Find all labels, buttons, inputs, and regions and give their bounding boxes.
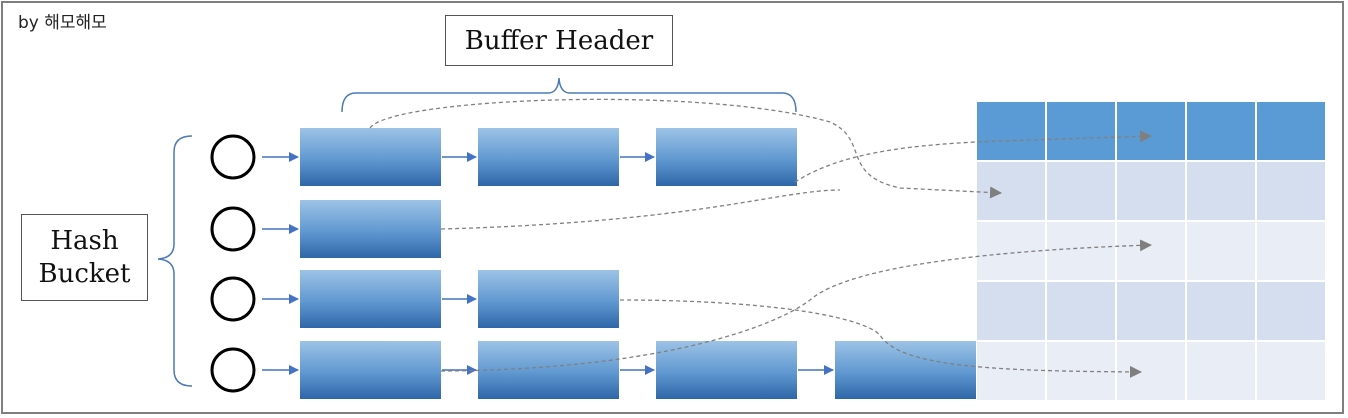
grid-cell	[1255, 220, 1327, 282]
buffer-pointers	[369, 98, 1152, 378]
buffer-header-block	[478, 341, 619, 399]
grid-cell	[975, 280, 1047, 342]
buffer-header-block	[835, 341, 976, 399]
grid-header-cell	[975, 100, 1047, 162]
author-credit: by 해모해모	[18, 13, 107, 33]
buffer-header-brace	[341, 77, 797, 113]
buffer-header-label: Buffer Header	[445, 15, 673, 66]
buffer-header-block	[300, 200, 441, 258]
buffer-header-text: Buffer Header	[464, 25, 654, 56]
grid-cell	[1045, 160, 1117, 222]
pointer-curve	[440, 239, 1152, 372]
hash-bucket-text-1: Hash	[50, 225, 119, 256]
buffer-header-block	[300, 341, 441, 399]
grid-header-cell	[1255, 100, 1327, 162]
grid-cell	[1185, 160, 1257, 222]
hash-bucket-circle	[210, 206, 256, 252]
grid-header-cell	[1185, 100, 1257, 162]
grid-cell	[1115, 160, 1187, 222]
grid-cell	[975, 340, 1047, 402]
grid-cell	[975, 160, 1047, 222]
pointer-curve	[369, 98, 1002, 199]
buffer-header-block	[478, 128, 619, 186]
hash-bucket-text-2: Bucket	[38, 258, 131, 289]
buffer-header-block	[478, 270, 619, 328]
pointer-curve	[440, 189, 841, 230]
buffer-cache-grid	[975, 100, 1327, 402]
grid-cell	[1255, 160, 1327, 222]
grid-cell	[1185, 220, 1257, 282]
hash-chains	[210, 128, 976, 399]
hash-bucket-brace	[157, 135, 193, 387]
grid-cell	[975, 220, 1047, 282]
pointer-curve	[619, 299, 1142, 378]
grid-cell	[1045, 280, 1117, 342]
hash-bucket-circle	[210, 347, 256, 393]
buffer-header-block	[656, 128, 797, 186]
grid-cell	[1185, 280, 1257, 342]
hash-bucket-label: Hash Bucket	[21, 214, 148, 301]
hash-bucket-circle	[210, 276, 256, 322]
grid-header-cell	[1045, 100, 1117, 162]
grid-cell	[1185, 340, 1257, 402]
grid-cell	[1255, 280, 1327, 342]
pointer-curve	[794, 130, 1152, 183]
grid-cell	[1255, 340, 1327, 402]
buffer-header-block	[300, 270, 441, 328]
hash-bucket-circle	[210, 134, 256, 180]
grid-cell	[1115, 220, 1187, 282]
buffer-header-block	[656, 341, 797, 399]
grid-cell	[1115, 280, 1187, 342]
buffer-header-block	[300, 128, 441, 186]
grid-header-cell	[1115, 100, 1187, 162]
grid-cell	[1115, 340, 1187, 402]
grid-cell	[1045, 220, 1117, 282]
